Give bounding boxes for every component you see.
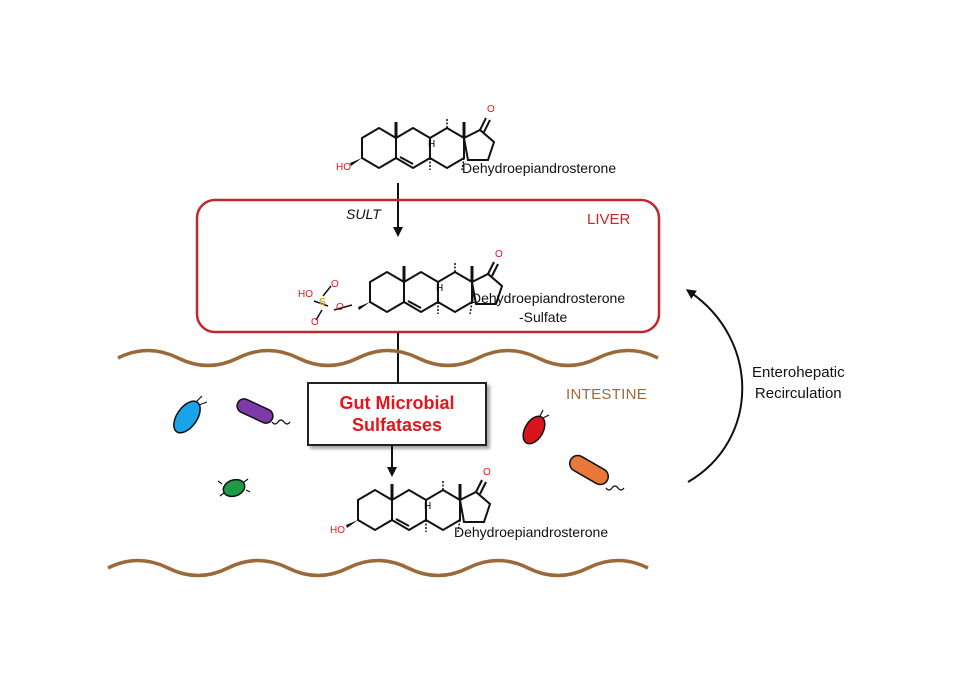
recirculation-label-line1: Enterohepatic [752,364,845,381]
top-h-label: H [428,139,436,150]
sult-enzyme-label: SULT [346,206,381,222]
enzyme-box-line2: Sulfatases [351,415,443,435]
liver-label: LIVER [587,211,631,228]
recirculation-label-line2: Recirculation [754,385,842,402]
top-ho-label: HO [336,162,351,173]
enzyme-box-line1: Gut Microbial [339,393,455,413]
intestine-label: INTESTINE [566,386,648,403]
bacterium-orange [568,454,625,491]
middle-h-label: H [436,283,444,294]
middle-molecule-label-line2: -Sulfate [519,309,568,325]
bottom-molecule-label: Dehydroepiandrosterone [454,524,609,540]
middle-s-label: S [319,297,326,308]
bacterium-green [217,478,251,498]
middle-molecule-label-line1: Dehydroepiandrosterone [471,290,626,306]
middle-molecule-structure [356,260,504,316]
bacterium-red [522,409,550,445]
recirculation-arrow [685,289,744,483]
top-molecule-label: Dehydroepiandrosterone [462,160,617,176]
middle-o-top-label: O [331,279,339,290]
middle-ketone-o-label: O [495,249,503,260]
middle-o-bridge-label: O [336,302,344,313]
liver-box [195,198,661,334]
bacterium-blue [173,395,208,434]
middle-ho-label: HO [298,289,313,300]
sulfate-group [313,285,353,321]
bottom-h-label: H [424,501,432,512]
middle-o-bottom-label: O [311,317,319,328]
intestine-upper-wall [117,348,659,368]
bottom-ho-label: HO [330,525,345,536]
bottom-ketone-o-label: O [483,467,491,478]
gut-microbial-sulfatases-box: Gut Microbial Sulfatases [307,382,487,446]
top-ketone-o-label: O [487,104,495,115]
intestine-lower-wall [107,558,649,578]
recirculation-label: Enterohepatic Recirculation [752,362,845,404]
bacterium-purple [236,398,291,425]
